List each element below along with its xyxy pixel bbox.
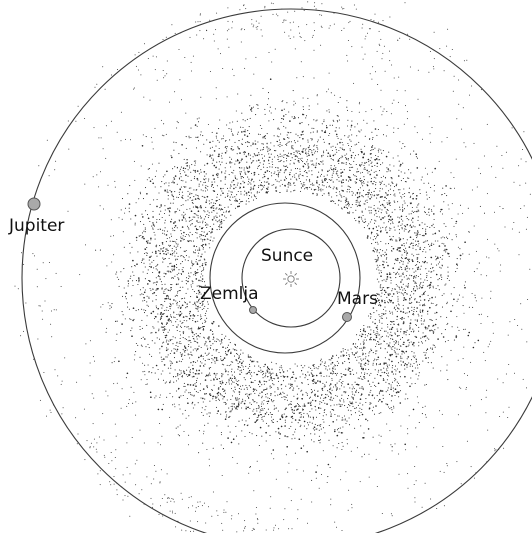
sun-icon bbox=[283, 271, 299, 287]
earth-planet bbox=[249, 306, 257, 314]
jupiter-label: Jupiter bbox=[8, 216, 64, 236]
jupiter-orbit bbox=[21, 8, 532, 533]
jupiter-planet bbox=[27, 197, 41, 211]
earth-label: Zemlja bbox=[200, 284, 259, 304]
asteroid-belt bbox=[14, 1, 531, 533]
sun-label: Sunce bbox=[261, 246, 313, 266]
mars-label: Mars bbox=[337, 289, 378, 309]
mars-orbit bbox=[209, 202, 361, 354]
mars-planet bbox=[342, 312, 352, 322]
earth-orbit bbox=[241, 228, 341, 328]
